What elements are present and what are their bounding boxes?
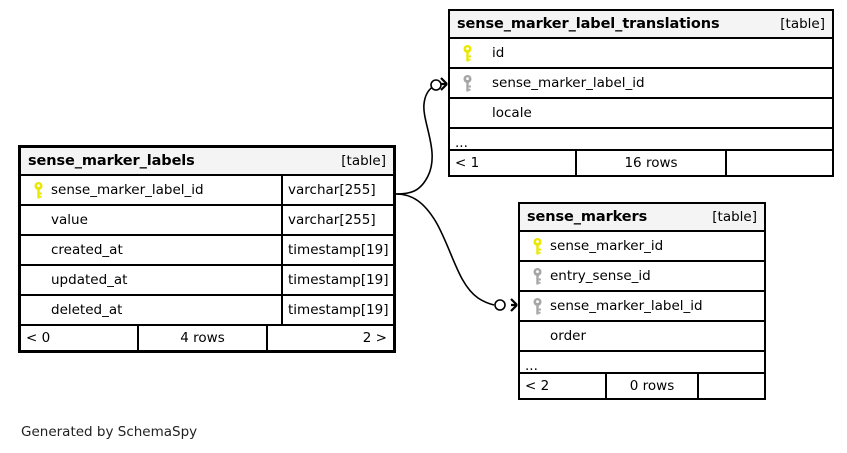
crowsfoot-many <box>440 77 448 91</box>
column-name: value <box>51 212 88 228</box>
column-cell: entry_sense_id <box>520 262 764 290</box>
more-columns-indicator[interactable]: ... <box>520 352 764 374</box>
column-cell: order <box>520 322 764 350</box>
column-type: timestamp[19] <box>281 266 393 294</box>
table-sense-marker-label-translations[interactable]: sense_marker_label_translations [table] … <box>448 9 834 177</box>
table-footer: < 1 16 rows <box>450 151 832 175</box>
table-row[interactable]: sense_marker_id <box>520 232 764 262</box>
footer-parent-count[interactable]: < 1 <box>455 155 480 171</box>
crowsfoot-many <box>510 298 518 312</box>
table-row[interactable]: sense_marker_label_id <box>520 292 764 322</box>
table-row[interactable]: order <box>520 322 764 352</box>
footer-row-count: 0 rows <box>605 374 699 398</box>
table-sense-marker-labels[interactable]: sense_marker_labels [table] sense_marker… <box>18 145 396 353</box>
table-sense-markers[interactable]: sense_markers [table] sense_marker_id <box>518 202 766 400</box>
table-footer: < 2 0 rows <box>520 374 764 398</box>
table-row[interactable]: updated_at timestamp[19] <box>21 266 393 296</box>
column-name: id <box>492 45 505 61</box>
table-row[interactable]: sense_marker_label_id varchar[255] <box>21 176 393 206</box>
primary-key-icon <box>27 181 49 199</box>
generator-credit: Generated by SchemaSpy <box>21 424 198 440</box>
column-name: deleted_at <box>51 302 123 318</box>
column-cell: created_at <box>21 236 281 264</box>
column-name: sense_marker_label_id <box>51 182 204 198</box>
table-type-tag: [table] <box>341 153 386 169</box>
column-cell: locale <box>450 99 832 127</box>
table-footer: < 0 4 rows 2 > <box>21 326 393 350</box>
column-cell: sense_marker_label_id <box>520 292 764 320</box>
primary-key-icon <box>526 237 548 255</box>
footer-parent-count[interactable]: < 0 <box>26 330 51 346</box>
table-title: sense_marker_labels <box>28 153 195 169</box>
table-row[interactable]: value varchar[255] <box>21 206 393 236</box>
primary-key-icon <box>456 44 478 62</box>
table-title: sense_markers <box>527 209 648 225</box>
column-type: varchar[255] <box>281 206 393 234</box>
table-row[interactable]: locale <box>450 99 832 129</box>
foreign-key-icon <box>526 297 548 315</box>
foreign-key-icon <box>456 74 478 92</box>
table-row[interactable]: deleted_at timestamp[19] <box>21 296 393 326</box>
column-type: timestamp[19] <box>281 236 393 264</box>
column-name: locale <box>492 105 532 121</box>
cardinality-zero-circle <box>494 299 506 311</box>
column-cell: sense_marker_label_id <box>450 69 832 97</box>
table-header: sense_marker_label_translations [table] <box>450 11 832 39</box>
column-cell: sense_marker_id <box>520 232 764 260</box>
table-header: sense_markers [table] <box>520 204 764 232</box>
relationship-labels-to-translations <box>395 77 448 195</box>
cardinality-zero-circle <box>430 79 442 91</box>
table-title: sense_marker_label_translations <box>457 16 720 32</box>
footer-child-count[interactable] <box>727 151 832 175</box>
column-cell: value <box>21 206 281 234</box>
footer-child-count[interactable] <box>699 374 764 398</box>
footer-row-count: 16 rows <box>575 151 727 175</box>
table-header: sense_marker_labels [table] <box>21 148 393 176</box>
column-cell: sense_marker_label_id <box>21 176 281 204</box>
foreign-key-icon <box>526 267 548 285</box>
table-type-tag: [table] <box>780 16 825 32</box>
table-row[interactable]: created_at timestamp[19] <box>21 236 393 266</box>
table-row[interactable]: sense_marker_label_id <box>450 69 832 99</box>
more-columns-indicator[interactable]: ... <box>450 129 832 151</box>
column-name: entry_sense_id <box>550 268 651 284</box>
column-cell: updated_at <box>21 266 281 294</box>
column-type: varchar[255] <box>281 176 393 204</box>
column-cell: id <box>450 39 832 67</box>
column-name: sense_marker_id <box>550 238 664 254</box>
relationship-labels-to-markers <box>395 193 518 312</box>
column-name: sense_marker_label_id <box>550 298 703 314</box>
column-name: order <box>550 328 586 344</box>
table-row[interactable]: id <box>450 39 832 69</box>
footer-row-count: 4 rows <box>137 326 268 350</box>
footer-child-count[interactable]: 2 > <box>362 330 387 346</box>
table-row[interactable]: entry_sense_id <box>520 262 764 292</box>
column-name: created_at <box>51 242 123 258</box>
column-cell: deleted_at <box>21 296 281 324</box>
column-name: updated_at <box>51 272 128 288</box>
column-type: timestamp[19] <box>281 296 393 324</box>
table-type-tag: [table] <box>712 209 757 225</box>
column-name: sense_marker_label_id <box>492 75 645 91</box>
footer-parent-count[interactable]: < 2 <box>525 378 550 394</box>
